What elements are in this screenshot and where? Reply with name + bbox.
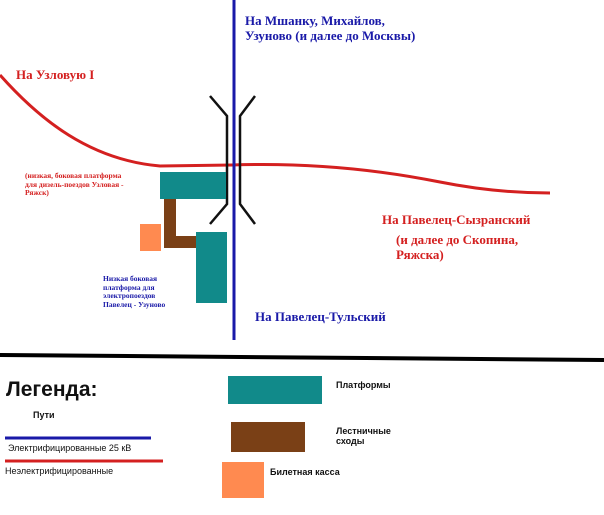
legend-separator bbox=[0, 353, 604, 362]
legend-platforms-label: Платформы bbox=[336, 380, 391, 390]
legend-title: Легенда: bbox=[6, 378, 98, 401]
stairs-vertical bbox=[164, 196, 176, 248]
label-low-platform-electric-line1: Низкая боковая bbox=[103, 274, 158, 283]
label-low-platform-diesel-line3: Ряжск) bbox=[25, 188, 49, 198]
label-to-moscow-line1: На Мшанку, Михайлов, bbox=[245, 13, 385, 28]
label-to-skopin-line1: (и далее до Скопина, bbox=[396, 232, 519, 247]
legend-stairs-line1: Лестничные bbox=[336, 426, 391, 436]
label-low-platform-diesel: (низкая, боковая платформа для дизель-по… bbox=[25, 171, 124, 198]
legend-non-electrified-label: Неэлектрифицированные bbox=[5, 466, 114, 476]
overpass-right-bracket bbox=[238, 95, 256, 225]
overpass-left-bracket bbox=[209, 95, 229, 225]
label-to-skopin-line2: Ряжска) bbox=[396, 246, 444, 262]
label-low-platform-electric-line2: платформа для bbox=[103, 282, 155, 292]
label-to-moscow-line2: Узуново (и далее до Москвы) bbox=[245, 27, 416, 43]
legend-ticket-office-swatch bbox=[222, 462, 264, 498]
label-to-paveletz-tulsky: На Павелец-Тульский bbox=[255, 309, 386, 324]
stairs-horizontal bbox=[164, 236, 202, 248]
ticket-office bbox=[140, 224, 161, 251]
label-low-platform-electric-line3: электропоездов bbox=[103, 291, 156, 301]
label-to-moscow: На Мшанку, Михайлов, Узуново (и далее до… bbox=[245, 13, 416, 44]
legend-stairs-label: Лестничные сходы bbox=[336, 426, 391, 447]
label-low-platform-electric: Низкая боковая платформа для электропоез… bbox=[103, 274, 166, 310]
label-low-platform-diesel-line1: (низкая, боковая платформа bbox=[25, 171, 122, 180]
legend-stairs-line2: сходы bbox=[336, 436, 365, 447]
legend-platform-swatch bbox=[228, 376, 322, 404]
legend-tracks-label: Пути bbox=[33, 410, 55, 420]
non-electrified-track bbox=[0, 74, 551, 195]
label-low-platform-electric-line4: Павелец - Узуново bbox=[103, 299, 166, 309]
legend-electrified-label: Электрифицированные 25 кВ bbox=[8, 443, 132, 453]
platform-upper bbox=[160, 172, 226, 199]
label-to-uzlovaya: На Узловую I bbox=[16, 67, 95, 82]
label-to-paveletz-syzransky: На Павелец-Сызранский bbox=[382, 212, 531, 227]
platform-lower bbox=[196, 232, 227, 303]
label-low-platform-diesel-line2: для дизель-поездов Узловая - bbox=[25, 179, 124, 189]
legend-stairs-swatch bbox=[231, 422, 305, 452]
legend-ticket-office-label: Билетная касса bbox=[270, 467, 340, 477]
label-to-skopin-ryazhsk: (и далее до Скопина, Ряжска) bbox=[396, 232, 519, 263]
